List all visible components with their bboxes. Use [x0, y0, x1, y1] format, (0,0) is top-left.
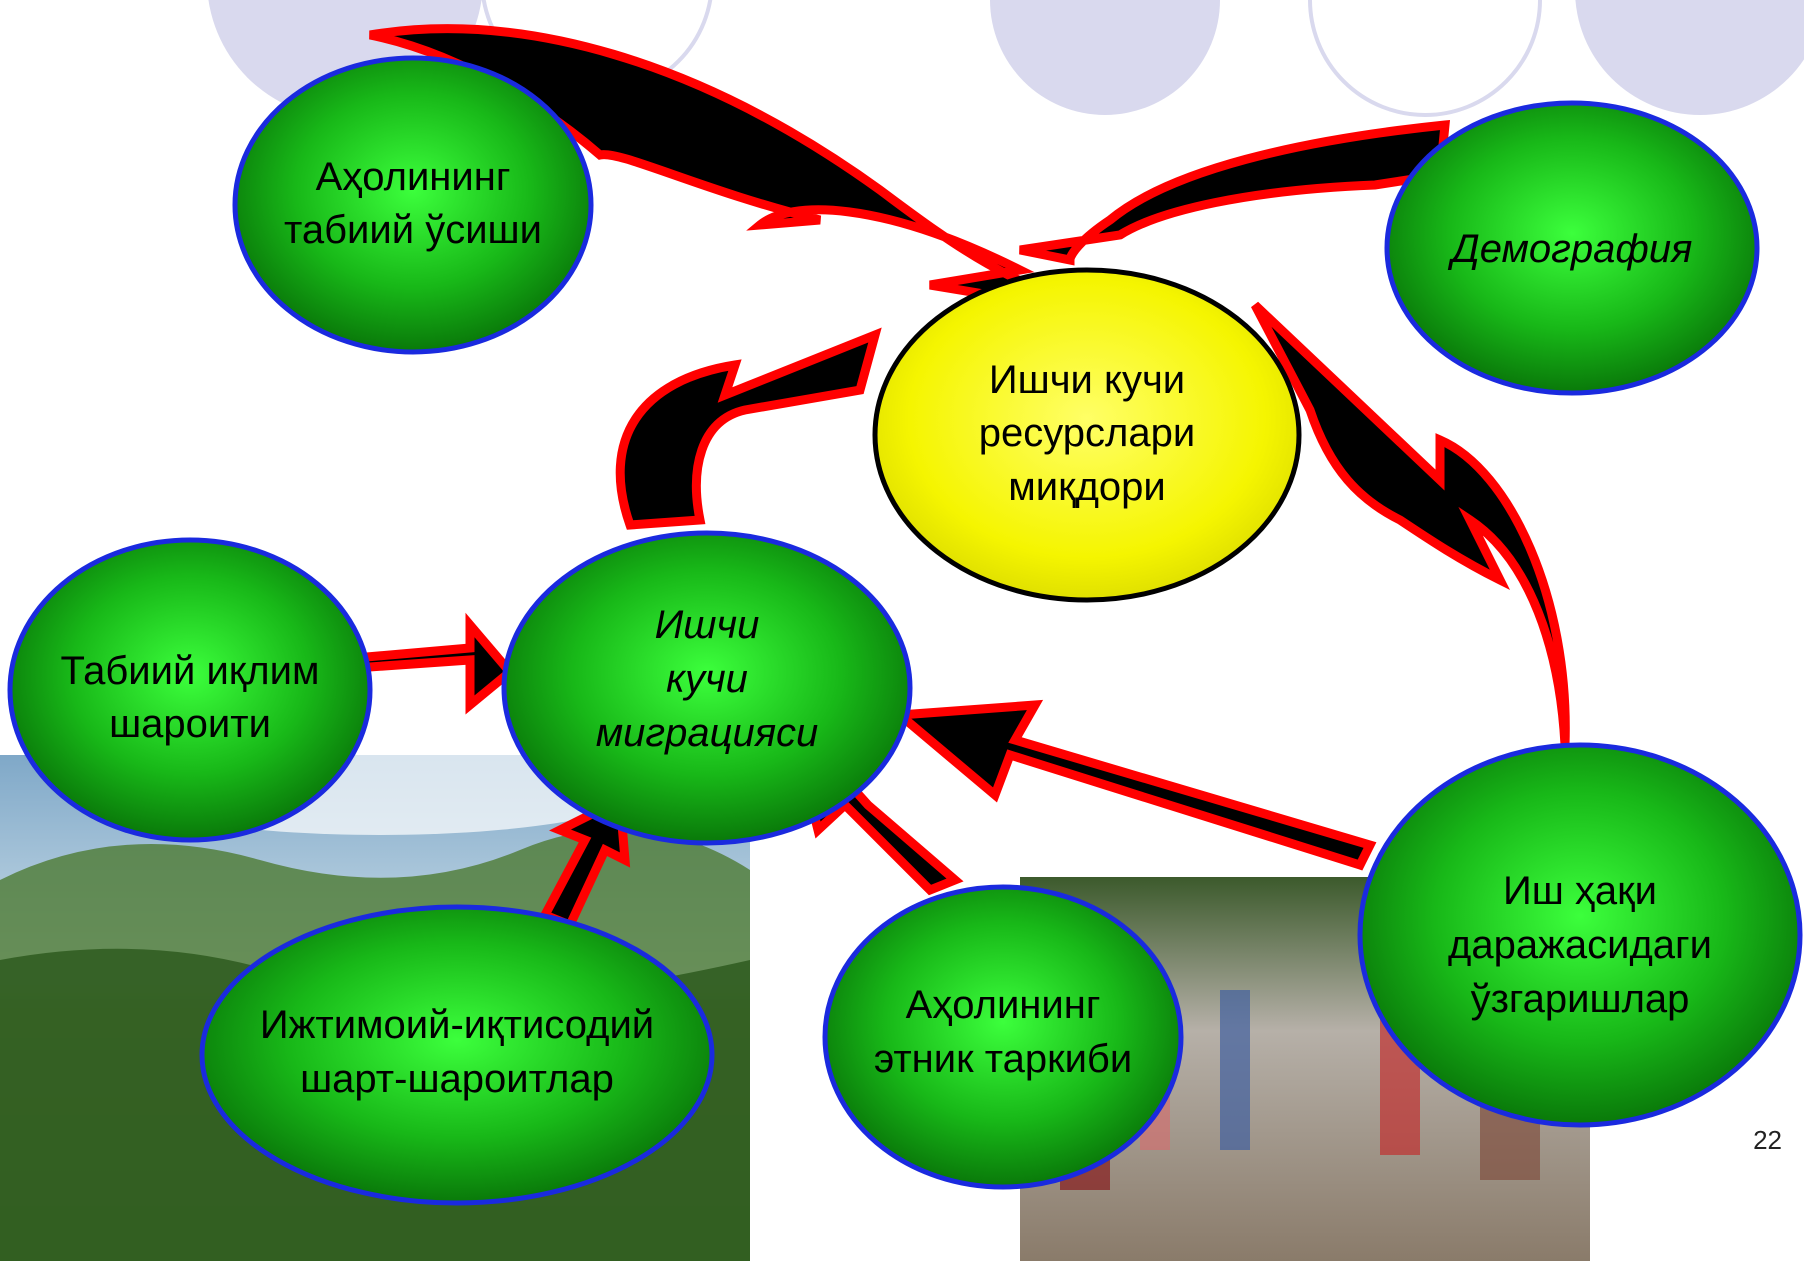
deco-circle — [1575, 0, 1804, 115]
node-ethnic-line-2: этник таркиби — [874, 1037, 1132, 1081]
node-center-line-2: ресурслари — [979, 411, 1195, 455]
node-natural-growth-line-2: табиий ўсиши — [284, 208, 542, 252]
node-natural-growth: Аҳолининг табиий ўсиши — [232, 55, 594, 355]
node-migration: Ишчи кучи миграцияси — [501, 530, 913, 846]
node-center-line-3: миқдори — [1008, 465, 1166, 509]
node-climate-line-1: Табиий иқлим — [61, 649, 320, 693]
node-demography-line-1: Демография — [1448, 227, 1693, 271]
deco-circle — [1308, 0, 1542, 117]
node-wage: Иш ҳақи даражасидаги ўзгаришлар — [1357, 742, 1803, 1128]
node-migration-line-3: миграцияси — [596, 711, 819, 755]
arrow-demography-to-center — [1019, 119, 1451, 266]
arrow-migration-to-center — [615, 327, 882, 530]
arrows — [350, 24, 1570, 931]
node-demography: Демография — [1384, 100, 1760, 396]
node-ethnic-line-1: Аҳолининг — [906, 983, 1101, 1027]
node-migration-line-1: Ишчи — [655, 603, 760, 647]
node-wage-line-1: Иш ҳақи — [1503, 869, 1657, 913]
node-climate-line-2: шароити — [109, 702, 271, 746]
node-socio-economic: Ижтимоий-иқтисодий шарт-шароитлар — [199, 904, 715, 1206]
node-ethnic: Аҳолининг этник таркиби — [822, 884, 1184, 1190]
arrow-wage-to-center — [1251, 301, 1570, 746]
arrow-climate-to-migration — [350, 612, 517, 715]
node-natural-growth-line-1: Аҳолининг — [316, 155, 511, 199]
page-number: 22 — [1753, 1125, 1782, 1155]
node-center: Ишчи кучи ресурслари миқдори — [872, 267, 1302, 603]
node-wage-line-2: даражасидаги — [1448, 923, 1712, 967]
node-wage-line-3: ўзгаришлар — [1471, 977, 1690, 1021]
node-center-line-1: Ишчи кучи — [989, 358, 1185, 402]
node-climate: Табиий иқлим шароити — [7, 537, 373, 843]
arrow-natural-growth-to-center — [369, 24, 1112, 320]
node-migration-line-2: кучи — [666, 657, 748, 701]
deco-circle — [990, 0, 1220, 115]
node-socio-economic-line-2: шарт-шароитлар — [300, 1057, 614, 1101]
node-socio-economic-line-1: Ижтимоий-иқтисодий — [260, 1003, 654, 1047]
arrow-wage-to-migration — [888, 699, 1377, 871]
